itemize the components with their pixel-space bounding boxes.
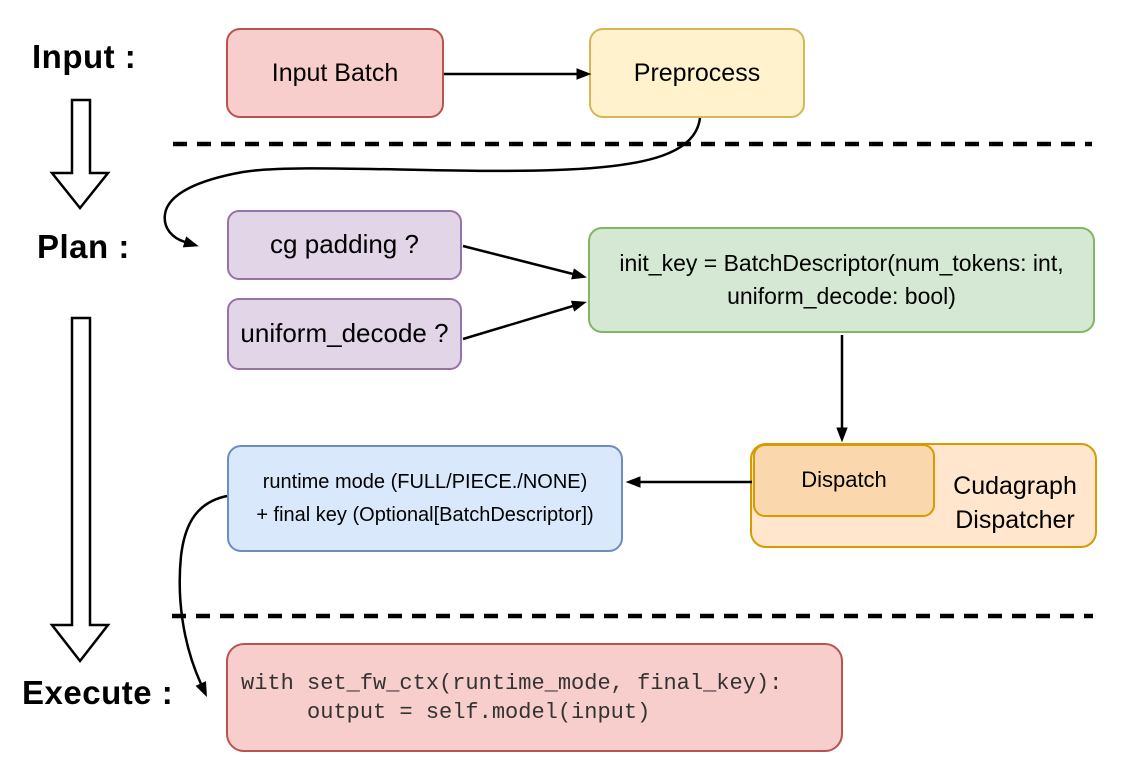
node-init-key: init_key = BatchDescriptor(num_tokens: i…: [588, 227, 1095, 333]
node-dispatch-label: Dispatch: [801, 467, 887, 493]
node-uniform-decode-label: uniform_decode ?: [240, 318, 449, 349]
arrow-runtime-mode-to-execute-code: [178, 494, 228, 698]
input-to-plan-arrow: [49, 98, 111, 211]
node-dispatch: Dispatch: [753, 444, 935, 517]
section-label-input: Input :: [32, 38, 137, 75]
execute-code-line2: output = self.model(input): [241, 699, 651, 725]
node-execute-code: with set_fw_ctx(runtime_mode, final_key)…: [226, 643, 843, 752]
node-preprocess-label: Preprocess: [633, 58, 761, 87]
cudagraph-label-line1: Cudagraph: [953, 472, 1077, 500]
node-runtime-mode-line2: + final key (Optional[BatchDescriptor]): [256, 503, 594, 526]
node-init-key-line1: init_key = BatchDescriptor(num_tokens: i…: [619, 250, 1064, 276]
node-cg-padding: cg padding ?: [227, 210, 462, 280]
node-cudagraph-dispatcher-label: Cudagraph Dispatcher: [935, 469, 1095, 537]
section-label-plan: Plan :: [37, 228, 130, 265]
arrow-cg-padding-to-init-key: [462, 244, 587, 280]
node-init-key-line2: uniform_decode: bool): [727, 283, 956, 309]
execute-code-line1: with set_fw_ctx(runtime_mode, final_key)…: [241, 670, 783, 696]
node-runtime-mode: runtime mode (FULL/PIECE./NONE) + final …: [227, 445, 623, 552]
arrow-uniform-decode-to-init-key: [462, 300, 587, 341]
node-input-batch: Input Batch: [226, 28, 444, 118]
section-label-execute: Execute :: [22, 674, 174, 711]
node-uniform-decode: uniform_decode ?: [227, 298, 462, 370]
cudagraph-label-line2: Dispatcher: [955, 506, 1075, 534]
node-runtime-mode-line1: runtime mode (FULL/PIECE./NONE): [262, 470, 588, 493]
node-preprocess: Preprocess: [589, 28, 805, 118]
node-input-batch-label: Input Batch: [271, 58, 399, 87]
plan-to-execute-arrow: [49, 316, 111, 664]
node-cg-padding-label: cg padding ?: [270, 229, 419, 260]
